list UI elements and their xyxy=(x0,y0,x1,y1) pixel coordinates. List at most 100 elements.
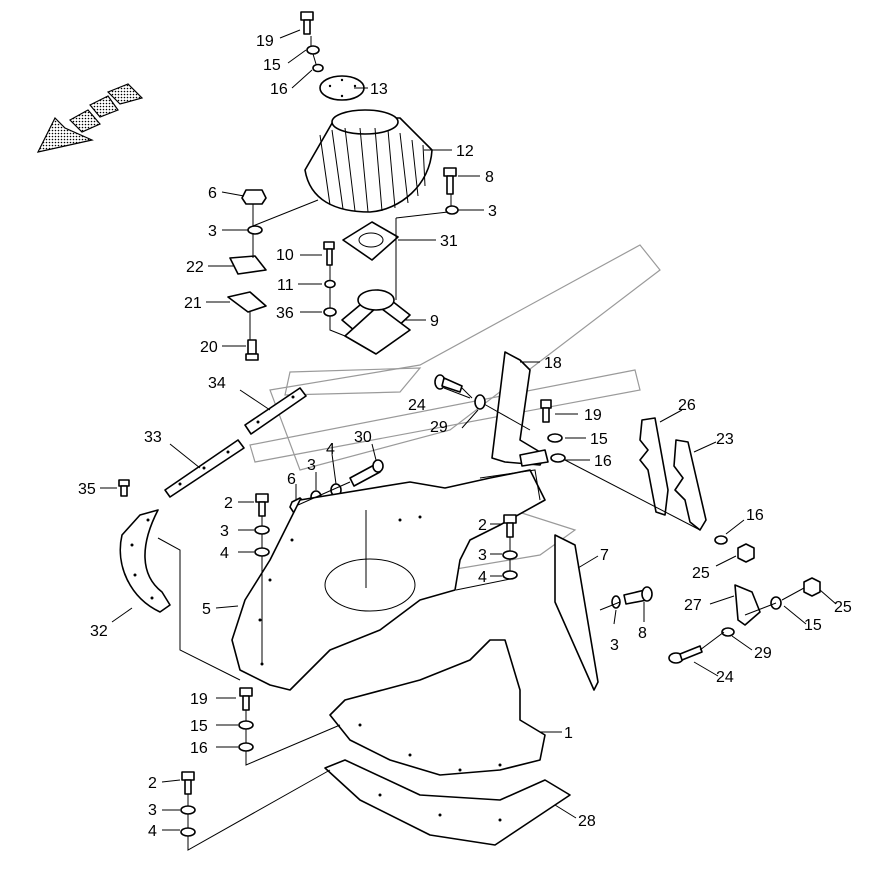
part-31-gasket xyxy=(342,221,399,261)
callout: 21 xyxy=(184,295,202,312)
bolt-19-right xyxy=(540,399,552,423)
washer-4-left2 xyxy=(254,547,270,557)
washer-15-low xyxy=(238,720,254,730)
callout: 29 xyxy=(430,419,448,436)
callout: 25 xyxy=(692,565,710,582)
callout: 28 xyxy=(578,813,596,830)
part-23-bracket xyxy=(673,439,707,531)
part-33-strip xyxy=(164,439,245,498)
screw-35 xyxy=(118,479,130,497)
callout: 19 xyxy=(584,407,602,424)
callout: 1 xyxy=(564,725,573,742)
callout: 31 xyxy=(440,233,458,250)
callout: 15 xyxy=(804,617,822,634)
washer-3-left2 xyxy=(254,525,270,535)
callout: 25 xyxy=(834,599,852,616)
callout: 16 xyxy=(190,740,208,757)
callout: 2 xyxy=(224,495,233,512)
part-5-main-shield xyxy=(231,469,546,691)
callout: 7 xyxy=(600,547,609,564)
washer-36 xyxy=(323,307,337,317)
callout: 22 xyxy=(186,259,204,276)
bolt-19-low xyxy=(239,687,253,711)
callout: 3 xyxy=(307,457,316,474)
washer-4-right2 xyxy=(502,570,518,580)
washer-11 xyxy=(324,279,336,289)
callout: 10 xyxy=(276,247,294,264)
washer-3-right xyxy=(445,205,459,215)
callout: 3 xyxy=(208,223,217,240)
bolt-24-far xyxy=(668,645,703,664)
callout: 9 xyxy=(430,313,439,330)
callout: 4 xyxy=(478,569,487,586)
bolt-2-right xyxy=(503,514,517,538)
callout: 12 xyxy=(456,143,474,160)
part-34-strip xyxy=(244,387,307,435)
callout: 34 xyxy=(208,375,226,392)
nut-25-far2 xyxy=(803,577,821,597)
callout: 36 xyxy=(276,305,294,322)
callout: 15 xyxy=(590,431,608,448)
callout: 3 xyxy=(610,637,619,654)
plate-21 xyxy=(227,291,267,313)
callout: 16 xyxy=(746,507,764,524)
callout: 5 xyxy=(202,601,211,618)
callout-labels: 19 15 16 13 12 6 3 22 21 20 8 3 31 10 11… xyxy=(78,33,852,840)
callout: 4 xyxy=(148,823,157,840)
callout: 24 xyxy=(408,397,426,414)
nut-6 xyxy=(241,189,267,205)
washer-16-right xyxy=(550,453,566,463)
bolt-8-far xyxy=(623,586,653,605)
callout: 3 xyxy=(488,203,497,220)
callout: 4 xyxy=(326,441,335,458)
callout: 20 xyxy=(200,339,218,356)
callout: 6 xyxy=(208,185,217,202)
bolt-19-top xyxy=(300,11,314,35)
callout: 2 xyxy=(148,775,157,792)
callout: 2 xyxy=(478,517,487,534)
washer-29-far xyxy=(721,627,735,637)
callout: 19 xyxy=(190,691,208,708)
part-12-cone xyxy=(304,109,433,213)
washer-16-top xyxy=(312,63,324,73)
washer-29-upper xyxy=(474,394,486,410)
callout: 8 xyxy=(638,625,647,642)
part-7-plate xyxy=(554,534,599,691)
callout: 16 xyxy=(270,81,288,98)
callout: 8 xyxy=(485,169,494,186)
washer-3-left xyxy=(247,225,263,235)
direction-arrow-icon xyxy=(36,83,144,153)
callout: 3 xyxy=(478,547,487,564)
part-1-lower-shield xyxy=(329,639,546,776)
washer-3-right2 xyxy=(502,550,518,560)
callout: 35 xyxy=(78,481,96,498)
part-9-flange xyxy=(341,289,411,355)
callout: 18 xyxy=(544,355,562,372)
washer-16-low xyxy=(238,742,254,752)
callout: 19 xyxy=(256,33,274,50)
washer-16-far xyxy=(714,535,728,545)
callout: 4 xyxy=(220,545,229,562)
callout: 30 xyxy=(354,429,372,446)
callout: 29 xyxy=(754,645,772,662)
bolt-30 xyxy=(349,459,384,487)
plate-22 xyxy=(229,255,267,275)
washer-15-right xyxy=(547,433,563,443)
bolt-8-top xyxy=(443,167,457,195)
callout: 15 xyxy=(190,718,208,735)
callout: 23 xyxy=(716,431,734,448)
callout: 32 xyxy=(90,623,108,640)
bolt-20 xyxy=(245,339,259,361)
leader-lines xyxy=(100,29,837,831)
callout: 15 xyxy=(263,57,281,74)
callout: 24 xyxy=(716,669,734,686)
part-26-bracket xyxy=(639,417,669,516)
callout: 27 xyxy=(684,597,702,614)
bolt-2-left xyxy=(255,493,269,517)
bolt-2-low xyxy=(181,771,195,795)
part-18-bracket xyxy=(491,351,549,467)
bolt-10 xyxy=(323,241,335,266)
nut-25-far xyxy=(737,543,755,563)
bolt-24-upper xyxy=(434,374,463,393)
